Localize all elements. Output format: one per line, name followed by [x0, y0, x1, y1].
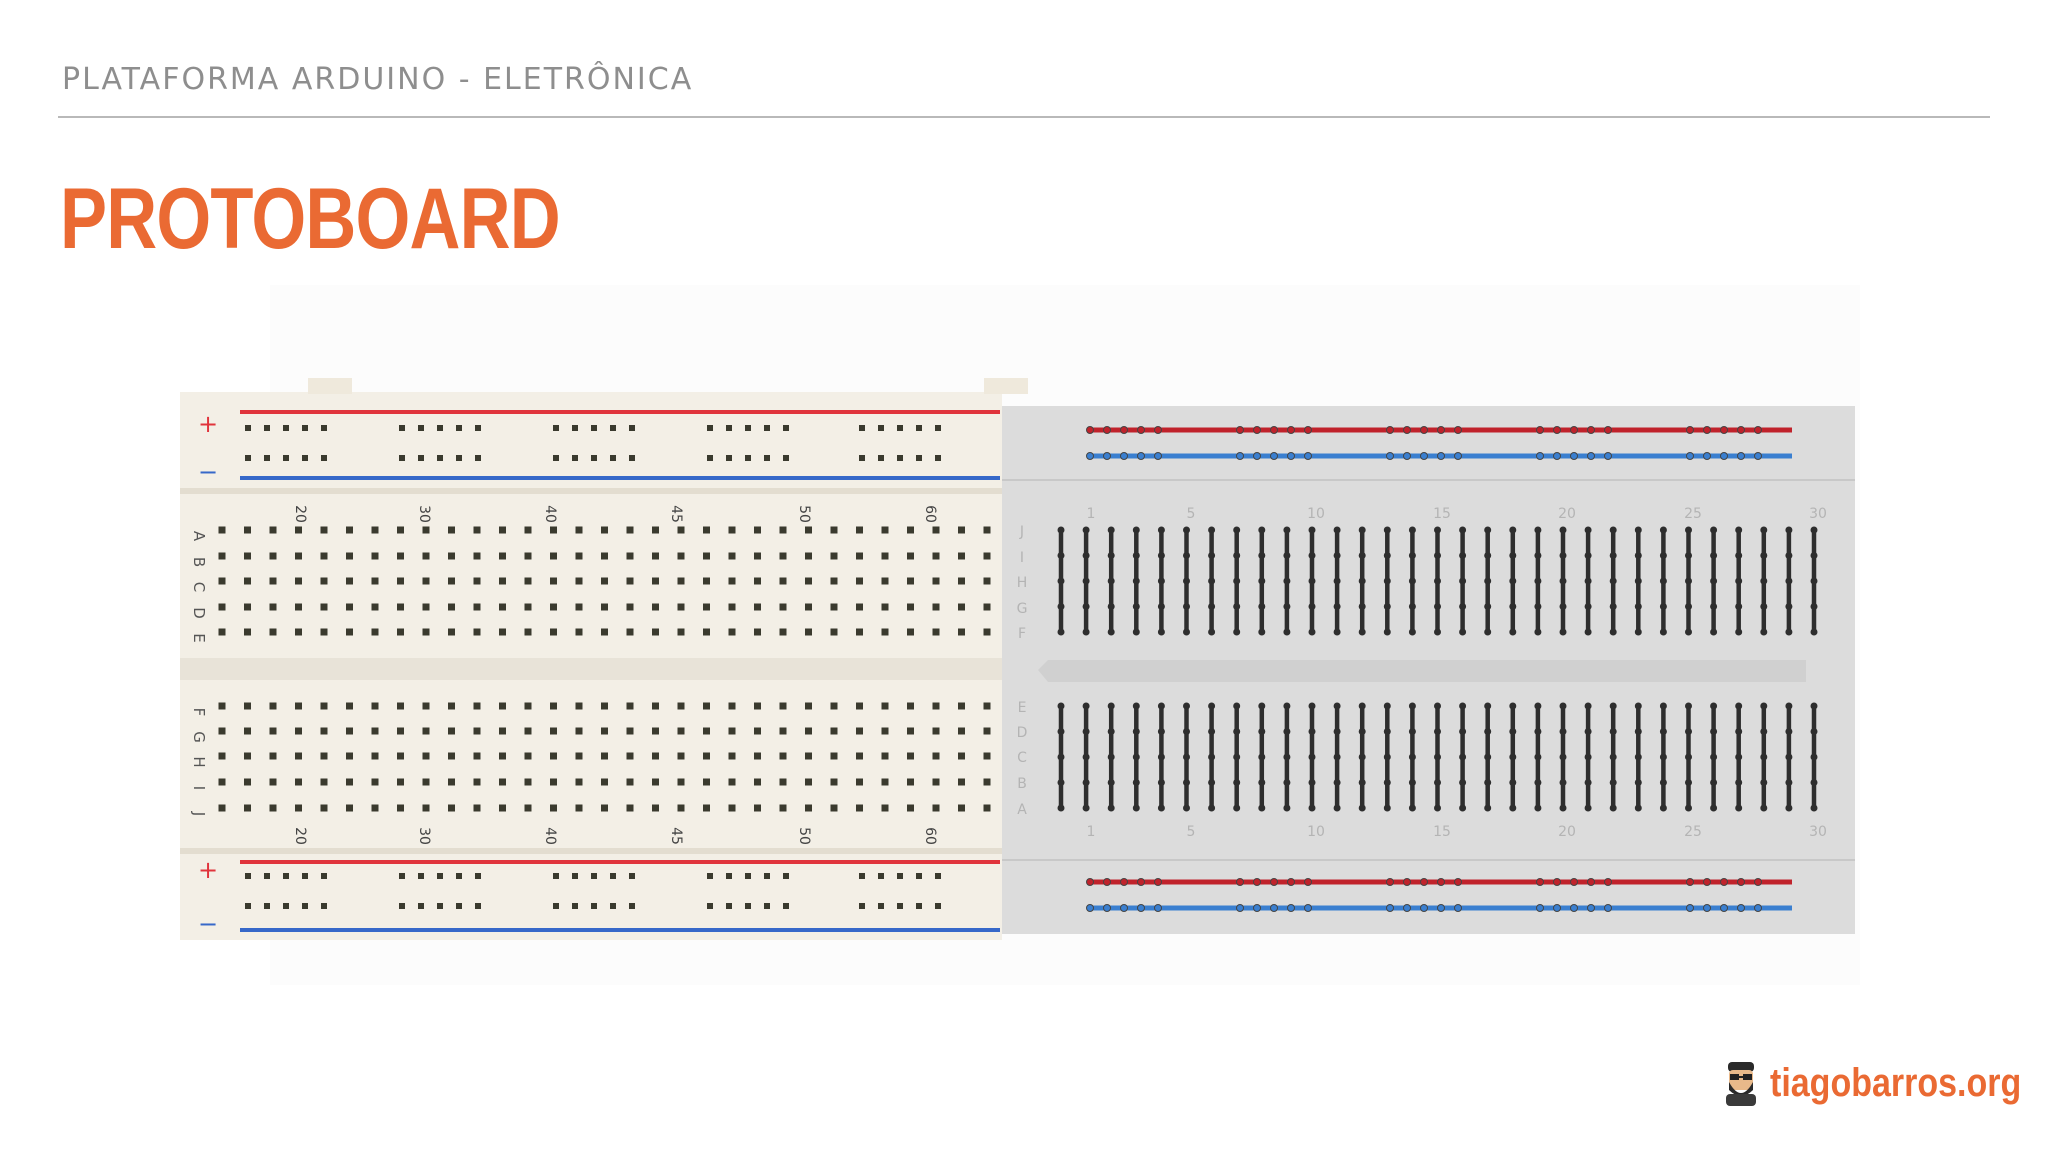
row-label-photo: E [190, 633, 208, 642]
column-number-photo: 60 [922, 827, 938, 845]
column-number-photo: 30 [416, 505, 432, 523]
row-label-diagram: G [1017, 601, 1028, 617]
row-label-diagram: J [1019, 524, 1024, 540]
row-label-photo: H [190, 756, 208, 767]
row-label-photo: J [190, 811, 208, 816]
header-divider [58, 116, 1990, 118]
column-number-diagram: 1 [1087, 824, 1096, 840]
column-number-diagram: 30 [1809, 506, 1827, 522]
column-number-diagram: 20 [1558, 506, 1576, 522]
column-number-photo: 20 [292, 505, 308, 523]
column-number-photo: 45 [668, 505, 684, 523]
column-number-diagram: 30 [1809, 824, 1827, 840]
column-number-photo: 40 [542, 505, 558, 523]
rail-plus-bottom: + [198, 856, 218, 884]
column-number-diagram: 15 [1433, 824, 1451, 840]
brand-link[interactable]: tiagobarros.org [1770, 1060, 2022, 1105]
row-label-photo: A [190, 531, 208, 542]
rail-minus-bottom: − [198, 910, 218, 938]
column-number-diagram: 5 [1187, 824, 1196, 840]
row-label-photo: F [190, 708, 208, 717]
column-number-photo: 60 [922, 505, 938, 523]
row-label-diagram: H [1017, 575, 1028, 591]
row-label-photo: D [190, 607, 208, 619]
brand-footer[interactable]: tiagobarros.org [1722, 1058, 2048, 1108]
bearded-avatar-icon [1726, 1062, 1756, 1106]
row-label-photo: G [190, 731, 208, 743]
rail-minus-top: − [198, 458, 218, 486]
row-label-diagram: F [1018, 626, 1026, 642]
column-number-diagram: 10 [1307, 506, 1325, 522]
row-label-photo: B [190, 557, 208, 567]
breadboard-photo: + − + − ABCDEFGHIJ2020303040404545505060… [180, 378, 1028, 940]
column-number-diagram: 10 [1307, 824, 1325, 840]
column-number-photo: 30 [416, 827, 432, 845]
row-label-diagram: I [1020, 550, 1024, 566]
row-label-diagram: D [1017, 725, 1028, 741]
column-number-photo: 50 [796, 505, 812, 523]
column-number-diagram: 1 [1087, 506, 1096, 522]
column-number-photo: 50 [796, 827, 812, 845]
row-label-diagram: A [1017, 802, 1027, 818]
column-number-diagram: 5 [1187, 506, 1196, 522]
row-label-diagram: C [1017, 750, 1027, 766]
column-number-diagram: 25 [1684, 506, 1702, 522]
column-number-diagram: 25 [1684, 824, 1702, 840]
row-label-photo: I [190, 786, 208, 790]
column-number-diagram: 15 [1433, 506, 1451, 522]
row-label-photo: C [190, 582, 208, 592]
column-number-photo: 20 [292, 827, 308, 845]
column-number-photo: 40 [542, 827, 558, 845]
slide-title: PROTOBOARD [60, 171, 561, 267]
rail-plus-top: + [198, 410, 218, 438]
row-label-diagram: B [1017, 776, 1027, 792]
section-title: PLATAFORMA ARDUINO - ELETRÔNICA [62, 62, 694, 97]
row-label-diagram: E [1018, 700, 1027, 716]
column-number-photo: 45 [668, 827, 684, 845]
column-number-diagram: 20 [1558, 824, 1576, 840]
